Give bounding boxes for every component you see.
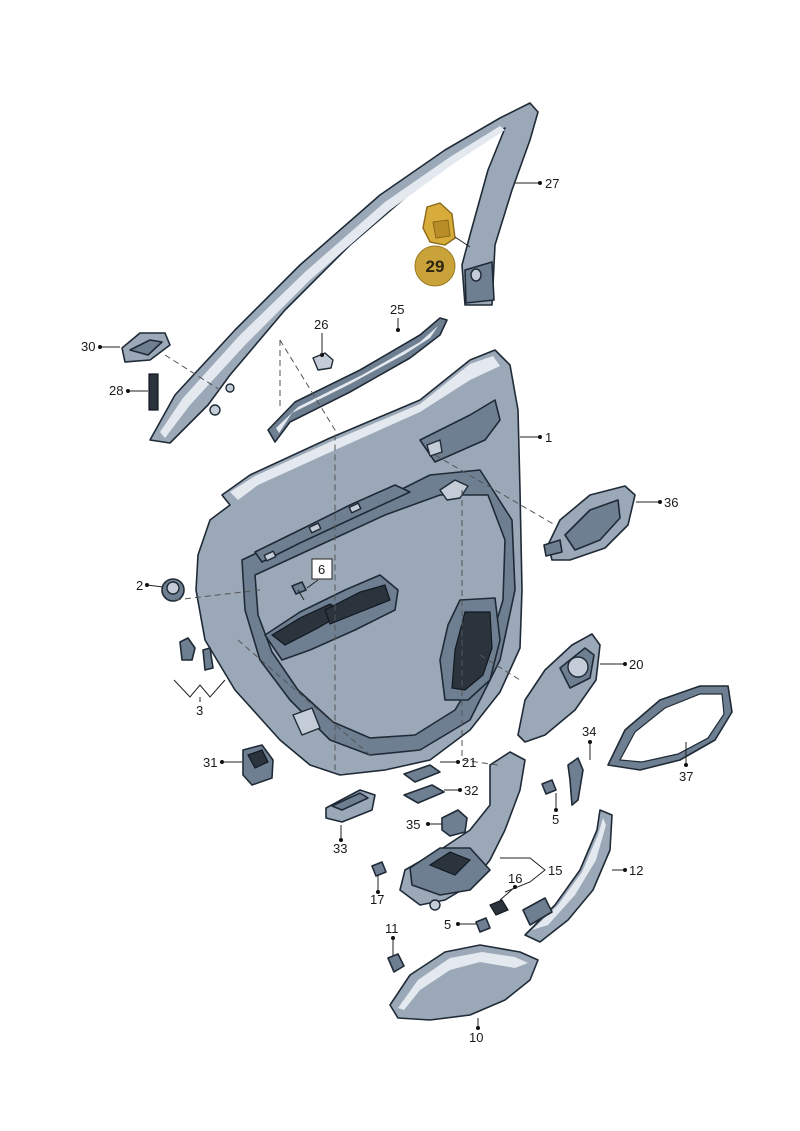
callout-15: 15 (548, 863, 562, 878)
part-2-grommet[interactable] (161, 578, 185, 602)
callout-31: 31 (203, 755, 217, 770)
assembly-guide-lines (164, 339, 556, 770)
part-29-highlighted-clip[interactable]: 29 (414, 202, 456, 287)
callout-30: 30 (81, 339, 95, 354)
part-32-switch[interactable] (403, 784, 445, 804)
callout-6-box (311, 558, 333, 580)
callout-17: 17 (370, 892, 384, 907)
part-28-pad[interactable] (148, 373, 159, 411)
part-27-frame-trim[interactable] (149, 102, 539, 444)
part-25-upper-trim-strip[interactable] (267, 317, 448, 443)
part-10-armrest[interactable] (389, 944, 539, 1021)
callout-27: 27 (545, 176, 559, 191)
callout-33: 33 (333, 841, 347, 856)
callout-10: 10 (469, 1030, 483, 1045)
callout-3: 3 (196, 703, 203, 718)
callout-labels: 1 27 25 26 30 28 2 6 3 36 20 37 34 31 21… (81, 176, 693, 1045)
part-30-bracket[interactable] (121, 332, 171, 363)
callout-37: 37 (679, 769, 693, 784)
part-5-screw-lower[interactable] (475, 917, 491, 933)
callout-5-upper: 5 (552, 812, 559, 827)
callout-20: 20 (629, 657, 643, 672)
callout-16: 16 (508, 871, 522, 886)
callout-12: 12 (629, 863, 643, 878)
part-5-screw-upper[interactable] (541, 779, 557, 795)
part-16-clip[interactable] (489, 899, 509, 916)
part-31-cover[interactable] (242, 744, 274, 786)
part-29-badge[interactable] (414, 245, 456, 287)
part-34-clip[interactable] (567, 757, 584, 806)
callout-11: 11 (385, 921, 399, 936)
callout-34: 34 (582, 724, 596, 739)
callout-32: 32 (464, 783, 478, 798)
part-12-armrest-cover[interactable] (522, 809, 613, 943)
callout-5-lower: 5 (444, 917, 451, 932)
callout-35: 35 (406, 817, 420, 832)
part-33-switch-housing[interactable] (325, 789, 376, 823)
part-15-handle-bracket[interactable] (399, 751, 526, 911)
part-35-button[interactable] (441, 809, 468, 837)
part-29-label: 29 (426, 257, 445, 276)
callout-26: 26 (314, 317, 328, 332)
leader-dots (98, 181, 688, 1030)
callout-2: 2 (136, 578, 143, 593)
leader-lines (100, 182, 687, 1028)
part-20-speaker-grille[interactable] (517, 633, 601, 743)
callout-6: 6 (318, 562, 325, 577)
part-6-screw[interactable] (291, 581, 307, 601)
callout-1: 1 (545, 430, 552, 445)
part-37-speaker-ring[interactable] (607, 685, 733, 771)
callout-25: 25 (390, 302, 404, 317)
part-17-screw[interactable] (371, 861, 387, 877)
part-3-clips[interactable] (179, 637, 214, 671)
part-11-screw[interactable] (387, 953, 405, 973)
part-1-door-trim-panel[interactable] (195, 349, 523, 776)
part-36-inner-handle[interactable] (543, 485, 636, 561)
callout-28: 28 (109, 383, 123, 398)
part-21-switch-cover[interactable] (403, 764, 441, 783)
callout-36: 36 (664, 495, 678, 510)
callout-21: 21 (462, 755, 476, 770)
